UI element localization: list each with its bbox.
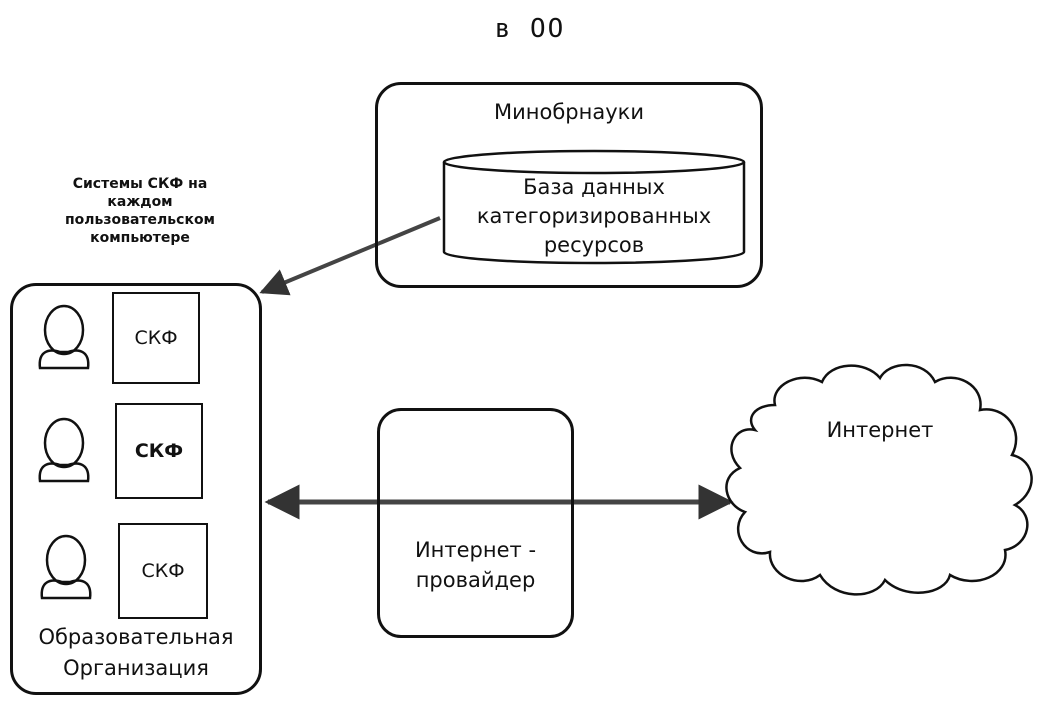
ministry-box xyxy=(375,82,763,288)
note-line2: каждом xyxy=(107,194,173,210)
cloud-icon xyxy=(725,363,1033,596)
user-icon xyxy=(38,417,90,483)
page-title: в ОО xyxy=(494,14,566,44)
filter-label: СКФ xyxy=(134,327,178,349)
ministry-label: Минобрнауки xyxy=(494,100,644,124)
internet-label: Интернет xyxy=(826,418,934,442)
provider-label-line2: провайдер xyxy=(415,568,536,592)
user-icon xyxy=(40,534,92,600)
filter-box xyxy=(112,292,200,384)
organization-label-line2: Организация xyxy=(63,656,209,680)
filter-label: СКФ xyxy=(141,560,185,582)
filter-box xyxy=(118,523,208,619)
filter-box xyxy=(115,403,203,499)
organization-box xyxy=(10,283,262,695)
note-line3: пользовательском xyxy=(64,212,216,228)
db-to-org-arrow xyxy=(259,216,441,296)
note-line1: Системы СКФ на xyxy=(72,176,208,192)
provider-box xyxy=(377,408,574,638)
database-label-line3: ресурсов xyxy=(543,233,645,257)
user-icon xyxy=(38,304,90,370)
provider-label-line1: Интернет - xyxy=(414,538,537,562)
database-label-line2: категоризированных xyxy=(476,204,712,228)
database-icon xyxy=(442,149,746,265)
database-label-line1: База данных xyxy=(523,175,665,199)
filter-label: СКФ xyxy=(134,440,184,462)
note-line4: компьютере xyxy=(90,230,190,246)
organization-label-line1: Образовательная xyxy=(38,625,234,649)
